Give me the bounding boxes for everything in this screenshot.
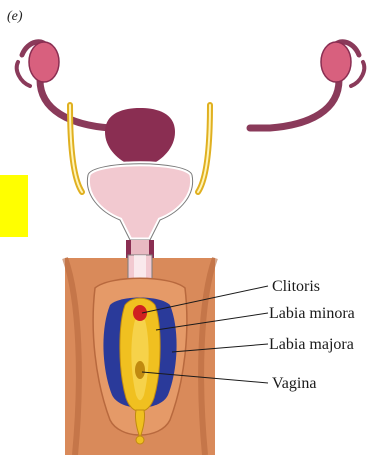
label-clitoris: Clitoris [272,278,320,295]
panel-letter: (e) [7,9,23,24]
clitoris-region [133,305,147,321]
uterus [105,108,175,165]
vagina-opening [135,361,145,379]
label-labia-majora: Labia majora [269,336,354,353]
left-ovary [29,42,59,82]
vulva [65,255,215,455]
bladder [87,164,192,240]
right-ovary [321,42,351,82]
label-labia-minora: Labia minora [269,305,355,322]
highlight-box [0,175,28,237]
label-vagina: Vagina [272,375,316,392]
